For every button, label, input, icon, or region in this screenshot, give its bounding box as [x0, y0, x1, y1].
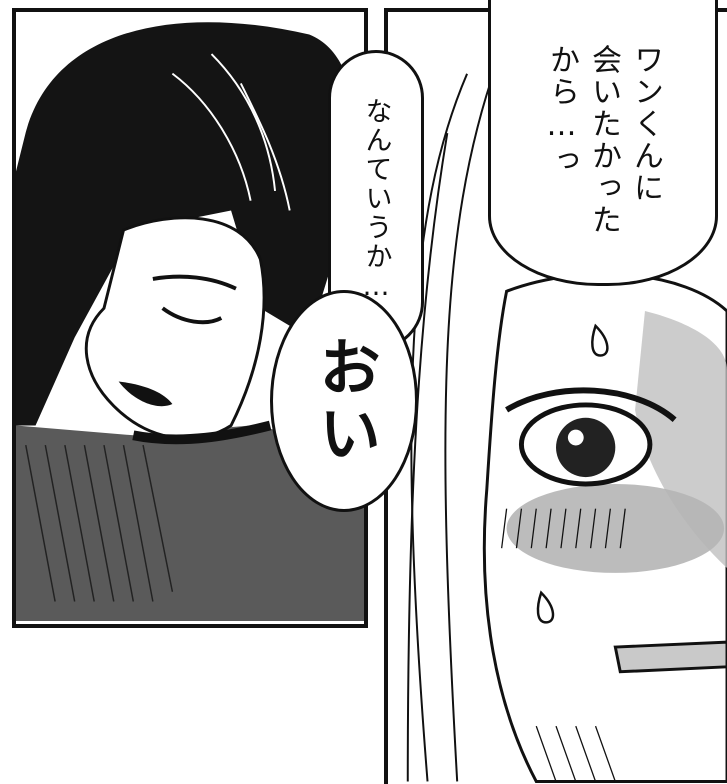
- man-illustration: [16, 14, 364, 622]
- speech-bubble-wan-kun: ワンくんに 会いたかった から…っ: [488, 0, 718, 286]
- dialogue-oi: おい: [308, 335, 381, 467]
- dialogue-wan-kun: ワンくんに 会いたかった から…っ: [544, 43, 663, 236]
- manga-panel-left: [12, 8, 368, 628]
- dialogue-nante-iuka: なんていうか…: [360, 96, 392, 304]
- speech-bubble-oi: おい: [270, 290, 418, 512]
